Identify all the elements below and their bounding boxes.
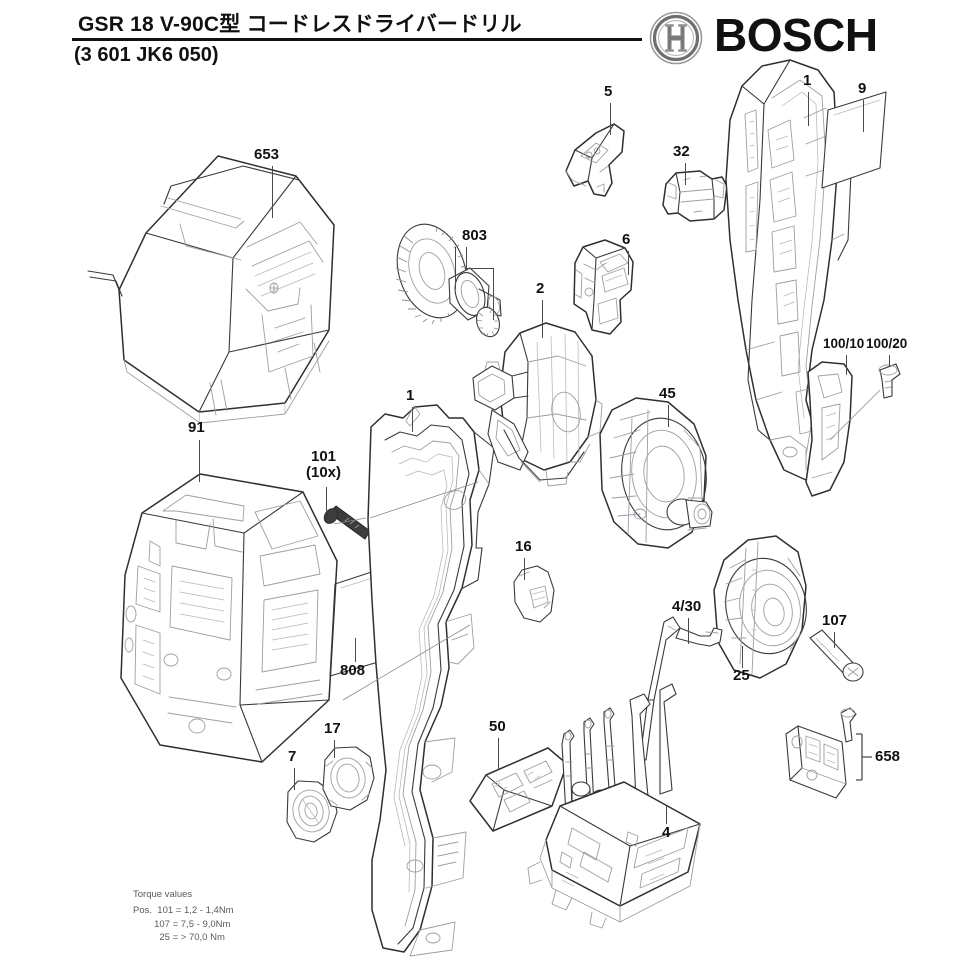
bosch-logo: BOSCH bbox=[648, 8, 948, 70]
leader-91 bbox=[199, 440, 201, 482]
callout-658: 658 bbox=[875, 748, 901, 765]
torque-note-row-1: 107 = 7,5 - 9,0Nm bbox=[133, 918, 231, 930]
callout-9: 9 bbox=[858, 80, 867, 97]
callout-25: 25 bbox=[733, 667, 750, 684]
part-belt-clip-screw-100-20 bbox=[878, 363, 901, 399]
torque-values-note: Torque values Pos. 101 = 1,2 - 1,4Nm 107… bbox=[133, 888, 234, 945]
torque-note-row-0: Pos. 101 = 1,2 - 1,4Nm bbox=[133, 904, 234, 916]
part-electronics-module-4 bbox=[527, 683, 701, 929]
leader-2 bbox=[542, 300, 544, 338]
part-bit-holder-17 bbox=[322, 746, 375, 811]
part-housing-left-1 bbox=[333, 404, 495, 957]
leader-45 bbox=[668, 405, 670, 427]
leader-803-d bbox=[455, 247, 457, 289]
leader-100-20 bbox=[889, 355, 891, 367]
callout-803: 803 bbox=[462, 227, 488, 244]
part-battery-91 bbox=[120, 473, 338, 763]
leader-803-b bbox=[466, 268, 494, 270]
leader-653 bbox=[272, 166, 274, 218]
leader-4 bbox=[666, 806, 668, 824]
leader-50 bbox=[498, 738, 500, 770]
page-header: GSR 18 V-90C型 コードレスドライバードリル (3 601 JK6 0… bbox=[0, 0, 968, 90]
part-rocker-switch-32 bbox=[662, 170, 728, 222]
leader-7 bbox=[294, 768, 296, 790]
part-lamp-holder-5 bbox=[565, 123, 625, 197]
leader-808 bbox=[355, 638, 357, 662]
part-control-module-50 bbox=[469, 747, 568, 832]
leader-107 bbox=[834, 632, 836, 648]
callout-101: 101 (10x) bbox=[306, 449, 341, 481]
callout-16: 16 bbox=[515, 538, 532, 555]
leader-5 bbox=[610, 103, 612, 135]
leader-1-right bbox=[808, 92, 810, 126]
bosch-wordmark: BOSCH bbox=[714, 9, 878, 61]
part-drill-chuck-25 bbox=[713, 535, 807, 679]
part-housing-right-1 bbox=[725, 59, 853, 481]
callout-6: 6 bbox=[622, 231, 631, 248]
part-bit-set-658 bbox=[785, 707, 872, 799]
callout-1-right: 1 bbox=[803, 72, 812, 89]
part-hex-key-4-30 bbox=[639, 616, 723, 761]
part-screw-101 bbox=[323, 505, 371, 540]
leader-17 bbox=[334, 740, 336, 758]
callout-100-20: 100/20 bbox=[866, 336, 908, 351]
leader-16 bbox=[524, 558, 526, 580]
part-gasket-16 bbox=[513, 565, 555, 623]
callout-2: 2 bbox=[536, 280, 545, 297]
callout-32: 32 bbox=[673, 143, 690, 160]
part-gearbox-45 bbox=[599, 397, 713, 549]
leader-25 bbox=[742, 646, 744, 668]
callout-50: 50 bbox=[489, 718, 506, 735]
leader-9 bbox=[863, 100, 865, 132]
part-charger-653 bbox=[87, 155, 335, 424]
part-nameplate-9 bbox=[821, 91, 887, 189]
part-trigger-switch-6 bbox=[573, 239, 634, 335]
callout-4: 4 bbox=[662, 824, 671, 841]
part-armature-803 bbox=[395, 223, 502, 338]
callout-45: 45 bbox=[659, 385, 676, 402]
torque-note-row-2: 25 = > 70,0 Nm bbox=[133, 932, 225, 944]
part-motor-housing-2 bbox=[472, 322, 603, 487]
callout-7: 7 bbox=[288, 748, 297, 765]
part-cap-7 bbox=[286, 780, 338, 843]
part-screw-107 bbox=[809, 629, 864, 682]
part-belt-clip-100-10 bbox=[805, 361, 881, 497]
callout-101-qty: (10x) bbox=[306, 463, 342, 481]
callout-101-label: 101 bbox=[311, 448, 337, 465]
leader-803-a bbox=[466, 247, 468, 269]
page-title: GSR 18 V-90C型 コードレスドライバードリル bbox=[78, 13, 522, 36]
leader-32 bbox=[685, 163, 687, 185]
bosch-armature-icon bbox=[649, 11, 703, 65]
callout-100-10: 100/10 bbox=[823, 336, 865, 351]
leader-1-left bbox=[412, 407, 414, 432]
leader-803-c bbox=[493, 268, 495, 320]
torque-note-title: Torque values bbox=[133, 889, 193, 900]
callout-91: 91 bbox=[188, 419, 205, 436]
callout-4-30: 4/30 bbox=[672, 598, 702, 615]
callout-808: 808 bbox=[340, 662, 366, 679]
callout-17: 17 bbox=[324, 720, 341, 737]
leader-6 bbox=[628, 251, 630, 275]
leader-101 bbox=[326, 487, 328, 511]
callout-653: 653 bbox=[254, 146, 280, 163]
leader-100-10 bbox=[846, 355, 848, 375]
leader-4-30 bbox=[688, 618, 690, 644]
callout-1-left: 1 bbox=[406, 387, 415, 404]
callout-5: 5 bbox=[604, 83, 613, 100]
title-divider bbox=[72, 38, 642, 41]
callout-107: 107 bbox=[822, 612, 848, 629]
part-number: (3 601 JK6 050) bbox=[74, 44, 219, 66]
